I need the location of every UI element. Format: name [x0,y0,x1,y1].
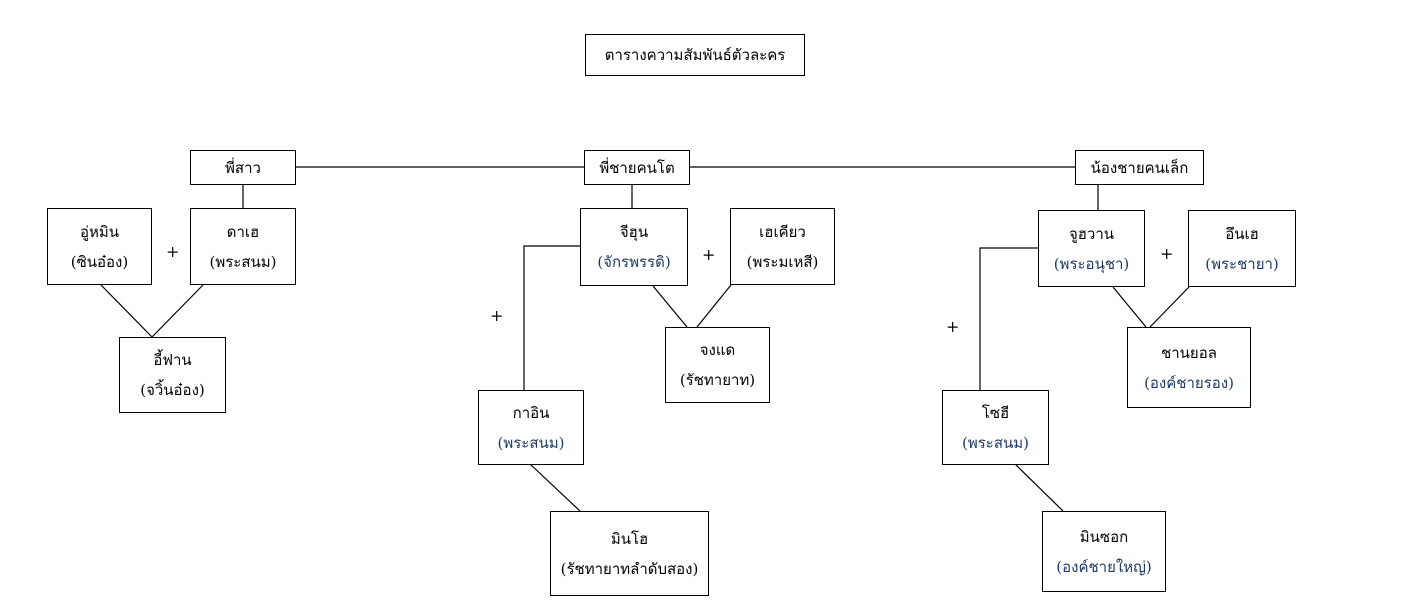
person-name: เฮเคียว [759,222,806,241]
union-plus: + [490,306,504,325]
person-name: จีฮุน [619,223,649,241]
union-plus: + [1160,244,1174,263]
person-role: (จวิ้นอ๋อง) [140,381,205,399]
person-role: (องค์ชายใหญ่) [1056,557,1152,576]
line-joohwan-sohee [979,247,1038,390]
person-uhmin: อู่หมิน (ซินอ๋อง) [47,208,152,285]
person-kain: กาอิน (พระสนม) [478,390,584,465]
person-jisoon: จีฮุน (จักรพรรดิ) [580,208,688,286]
line-kain-minho [529,463,581,512]
label-eldest-brother: พี่ชายคนโต [599,158,675,177]
label-elder-sister: พี่สาว [225,158,261,177]
box-elder-sister: พี่สาว [190,150,296,185]
person-role: (พระมเหสี) [746,252,819,271]
person-role: (พระอนุชา) [1053,254,1130,273]
person-name: อึนเฮ [1225,224,1259,243]
line-jisoon-jongdae [652,285,688,328]
person-name: จงแด [699,341,736,359]
label-youngest-brother: น้องชายคนเล็ก [1090,158,1189,177]
diagram-title: ตารางความสัมพันธ์ตัวละคร [585,34,805,76]
person-dahe: ดาเฮ (พระสนม) [190,208,296,285]
person-minseok: มินซอก (องค์ชายใหญ่) [1042,511,1166,592]
person-role: (จักรพรรดิ) [597,253,671,271]
person-minho: มินโฮ (รัชทายาทลำดับสอง) [550,511,709,596]
person-sohee: โซฮี (พระสนม) [942,390,1049,465]
person-role: (รัชทายาทลำดับสอง) [560,559,699,578]
person-yifan: อี้ฟาน (จวิ้นอ๋อง) [119,337,226,413]
person-jongdae: จงแด (รัชทายาท) [665,327,770,403]
person-eunhye: อึนเฮ (พระชายา) [1188,210,1296,287]
box-eldest-brother: พี่ชายคนโต [584,150,690,185]
person-name: กาอิน [512,403,550,422]
person-name: จูฮวาน [1068,224,1115,243]
person-joohwan: จูฮวาน (พระอนุชา) [1038,210,1145,287]
person-name: อี้ฟาน [153,351,192,369]
box-youngest-brother: น้องชายคนเล็ก [1075,150,1204,185]
line-hechiew-jongdae [696,284,732,328]
line-jisoon-kain [523,245,580,390]
person-name: มินโฮ [610,529,649,548]
person-role: (พระชายา) [1205,254,1279,273]
person-name: ดาเฮ [226,222,260,241]
person-role: (พระสนม) [961,433,1029,452]
person-role: (พระสนม) [209,252,277,271]
union-plus: + [702,245,716,264]
person-role: (องค์ชายรอง) [1144,373,1234,392]
line-eunhye-chanyeol [1149,286,1190,328]
union-plus: + [166,242,180,261]
person-role: (ซินอ๋อง) [70,252,129,271]
person-name: ชานยอล [1161,343,1217,362]
union-plus: + [946,317,960,336]
person-hechiew: เฮเคียว (พระมเหสี) [730,208,835,285]
person-role: (รัชทายาท) [679,371,756,389]
line-dahe-yifan [151,284,204,338]
person-name: อู่หมิน [79,222,120,241]
person-name: โซฮี [981,403,1010,422]
person-chanyeol: ชานยอล (องค์ชายรอง) [1127,327,1251,408]
diagram-title-text: ตารางความสัมพันธ์ตัวละคร [604,46,786,64]
line-sohee-minseok [1014,463,1064,512]
person-name: มินซอก [1079,527,1129,546]
line-uhmin-yifan [100,284,153,338]
line-joohwan-chanyeol [1112,286,1147,328]
person-role: (พระสนม) [497,433,565,452]
